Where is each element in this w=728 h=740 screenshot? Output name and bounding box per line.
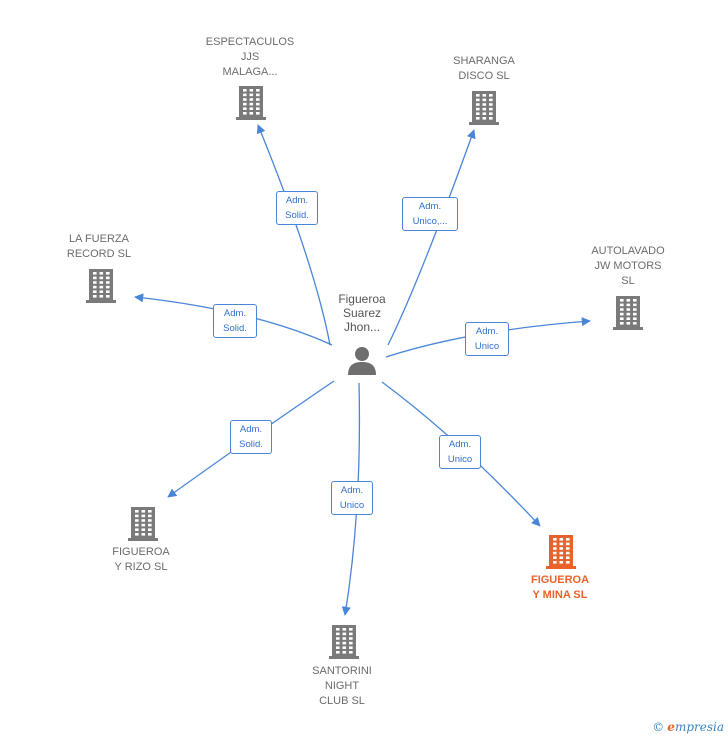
- building-icon[interactable]: [546, 535, 576, 569]
- building-icon[interactable]: [613, 296, 643, 330]
- company-label-santorini[interactable]: SANTORINI NIGHT CLUB SL: [312, 665, 372, 707]
- edge-espectaculos: [256, 124, 331, 346]
- role-badge-figueroa-mina: Adm. Unico: [439, 435, 481, 469]
- company-label-figueroa-mina[interactable]: FIGUEROA Y MINA SL: [530, 574, 590, 601]
- company-label-sharanga[interactable]: SHARANGA DISCO SL: [453, 55, 515, 82]
- empresia-logo: ©empresia: [652, 720, 724, 734]
- company-label-espectaculos[interactable]: ESPECTACULOS JJS MALAGA...: [205, 36, 295, 78]
- company-label-la-fuerza[interactable]: LA FUERZA RECORD SL: [66, 233, 132, 260]
- role-badge-autolavado: Adm. Unico: [465, 322, 509, 356]
- role-badge-la-fuerza: Adm. Solid.: [213, 304, 257, 338]
- role-badge-espectaculos: Adm. Solid.: [276, 191, 318, 225]
- building-icon[interactable]: [329, 625, 359, 659]
- building-icon[interactable]: [236, 86, 266, 120]
- company-label-figueroa-rizo[interactable]: FIGUEROA Y RIZO SL: [112, 546, 170, 573]
- person-name[interactable]: Figueroa Suarez Jhon...: [338, 292, 386, 334]
- building-icon[interactable]: [128, 507, 158, 541]
- person-icon: [348, 347, 376, 375]
- role-badge-santorini: Adm. Unico: [331, 481, 373, 515]
- building-icon[interactable]: [469, 91, 499, 125]
- role-badge-sharanga: Adm. Unico,...: [402, 197, 458, 231]
- company-label-autolavado[interactable]: AUTOLAVADO JW MOTORS SL: [591, 245, 665, 287]
- role-badge-figueroa-rizo: Adm. Solid.: [230, 420, 272, 454]
- building-icon[interactable]: [86, 269, 116, 303]
- edge-sharanga: [387, 129, 476, 346]
